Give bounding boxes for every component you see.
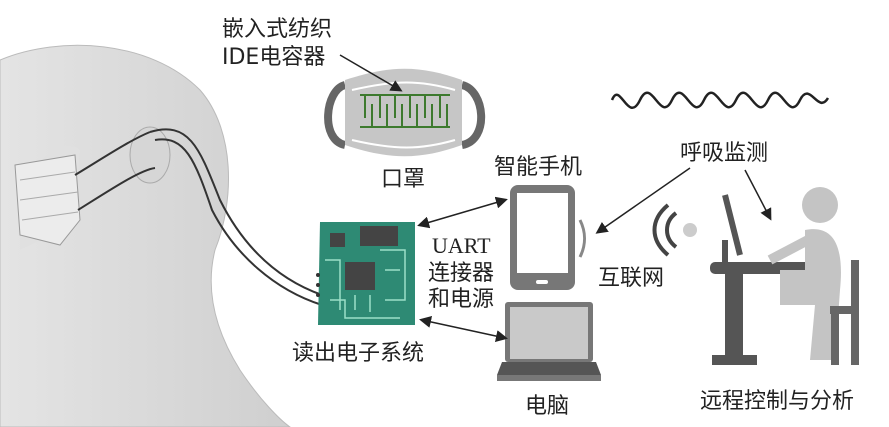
label-readout-electronics: 读出电子系统 bbox=[292, 341, 424, 366]
wifi-signal-icon bbox=[652, 203, 697, 257]
ide-electrode-icon bbox=[360, 94, 450, 128]
label-computer: 电脑 bbox=[525, 394, 569, 419]
label-internet: 互联网 bbox=[598, 266, 664, 291]
label-textile-sensor-line1: 嵌入式纺织 bbox=[222, 17, 332, 42]
breathing-wave-icon bbox=[610, 91, 830, 109]
sensor-arrow bbox=[339, 54, 403, 92]
label-textile-sensor-line2: IDE电容器 bbox=[222, 45, 325, 70]
smartphone-icon bbox=[510, 185, 586, 290]
label-connector: 连接器 bbox=[428, 261, 494, 286]
breath-phone-arrow bbox=[595, 167, 691, 234]
breath-remote-arrow bbox=[744, 169, 772, 221]
head-illustration bbox=[0, 44, 323, 427]
label-mask: 口罩 bbox=[381, 167, 425, 192]
laptop-icon bbox=[497, 302, 601, 381]
label-uart: UART bbox=[432, 233, 491, 258]
label-power: 和电源 bbox=[428, 287, 494, 312]
label-breathing-monitor: 呼吸监测 bbox=[680, 141, 768, 166]
label-remote-control: 远程控制与分析 bbox=[700, 389, 854, 414]
mask-illustration bbox=[324, 68, 486, 157]
pcb-phone-arrow bbox=[417, 196, 508, 229]
pcb-readout-icon bbox=[316, 222, 415, 325]
remote-workstation-icon bbox=[710, 187, 859, 365]
pcb-laptop-arrow bbox=[419, 316, 508, 342]
label-smartphone: 智能手机 bbox=[494, 155, 582, 180]
